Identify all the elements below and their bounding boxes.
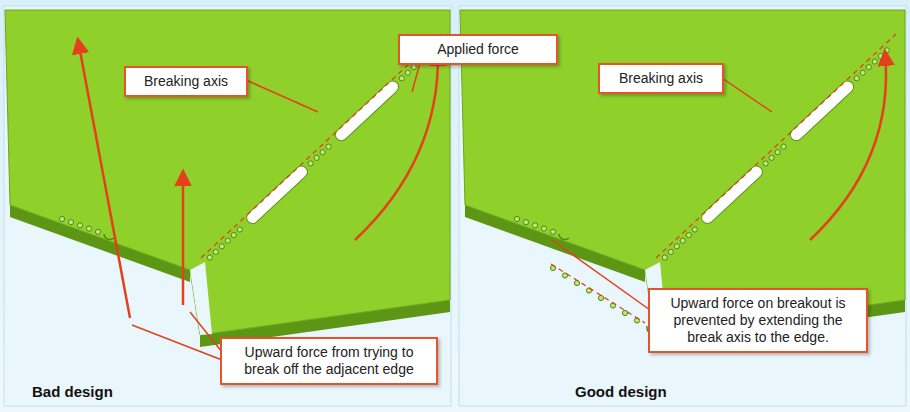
- leader-line: [132, 325, 222, 360]
- perforation-hole: [213, 249, 218, 254]
- perforation-hole: [541, 226, 546, 231]
- callout-box: Upward force on breakout is prevented by…: [648, 288, 868, 353]
- perforation-hole: [411, 65, 416, 70]
- applied-force-arrow: [810, 52, 886, 240]
- perforation-hole: [550, 229, 555, 234]
- pcb-board: [5, 10, 450, 347]
- callout-box: Breaking axis: [598, 63, 724, 94]
- notch: [559, 234, 569, 240]
- perforation-hole: [86, 226, 91, 231]
- perforation-hole: [532, 223, 537, 228]
- perforation-hole: [674, 244, 679, 249]
- slot: [244, 164, 310, 227]
- perforation-hole: [662, 255, 667, 260]
- slot: [699, 164, 765, 227]
- leader-line: [412, 63, 420, 92]
- board-top: [5, 10, 450, 335]
- perforation-hole: [68, 220, 73, 225]
- perforation-hole: [692, 227, 697, 232]
- perforation-hole: [574, 280, 579, 285]
- perforation-hole: [225, 238, 230, 243]
- force-arrow: [78, 40, 130, 318]
- perforation-hole: [326, 144, 331, 149]
- callout-text: Upward force from trying to break off th…: [232, 344, 426, 378]
- perforation-hole: [405, 70, 410, 75]
- callout-text: Breaking axis: [610, 70, 712, 87]
- leader-line: [722, 78, 772, 112]
- perforation-hole: [237, 227, 242, 232]
- perforation-hole: [399, 76, 404, 81]
- callout-box: Breaking axis: [124, 66, 248, 97]
- perforation-hole: [668, 249, 673, 254]
- perforation-hole: [860, 70, 865, 75]
- leader-line: [190, 312, 222, 352]
- slot: [333, 78, 401, 143]
- perforation-hole: [769, 155, 774, 160]
- perforation-hole: [598, 295, 603, 300]
- slot: [788, 78, 856, 143]
- perforation-hole: [207, 255, 212, 260]
- perforation-hole: [77, 223, 82, 228]
- perforation-hole: [686, 233, 691, 238]
- callout-box: Upward force from trying to break off th…: [220, 337, 438, 385]
- perforation-hole: [866, 65, 871, 70]
- force-arrow: [182, 172, 185, 305]
- perforation-hole: [854, 76, 859, 81]
- perforation-hole: [308, 161, 313, 166]
- perforation-hole: [872, 59, 877, 64]
- panel-caption: Good design: [575, 383, 667, 400]
- perforation-hole: [95, 229, 100, 234]
- perforation-hole: [622, 310, 627, 315]
- callout-text: Applied force: [410, 41, 546, 58]
- callout-box: Applied force: [398, 34, 558, 65]
- perforation-hole: [523, 220, 528, 225]
- callout-text: Upward force on breakout is prevented by…: [660, 295, 856, 346]
- perforation-hole: [320, 150, 325, 155]
- perforation-hole: [314, 155, 319, 160]
- applied-force-arrow: [355, 52, 438, 240]
- panel: [4, 6, 451, 406]
- leader-line: [552, 240, 650, 310]
- perforation-hole: [59, 216, 64, 221]
- notch: [104, 234, 114, 240]
- perforation-hole: [219, 244, 224, 249]
- perforation-hole: [680, 238, 685, 243]
- perforation-hole: [878, 53, 883, 58]
- perforation-hole: [763, 161, 768, 166]
- panel: [459, 6, 906, 406]
- board-gap: [190, 262, 212, 335]
- perforation-hole: [231, 233, 236, 238]
- panel-caption: Bad design: [32, 383, 113, 400]
- perforation-hole: [775, 150, 780, 155]
- perforation-hole: [514, 216, 519, 221]
- leader-line: [246, 80, 318, 112]
- perforation-hole: [781, 144, 786, 149]
- callout-text: Breaking axis: [136, 73, 236, 90]
